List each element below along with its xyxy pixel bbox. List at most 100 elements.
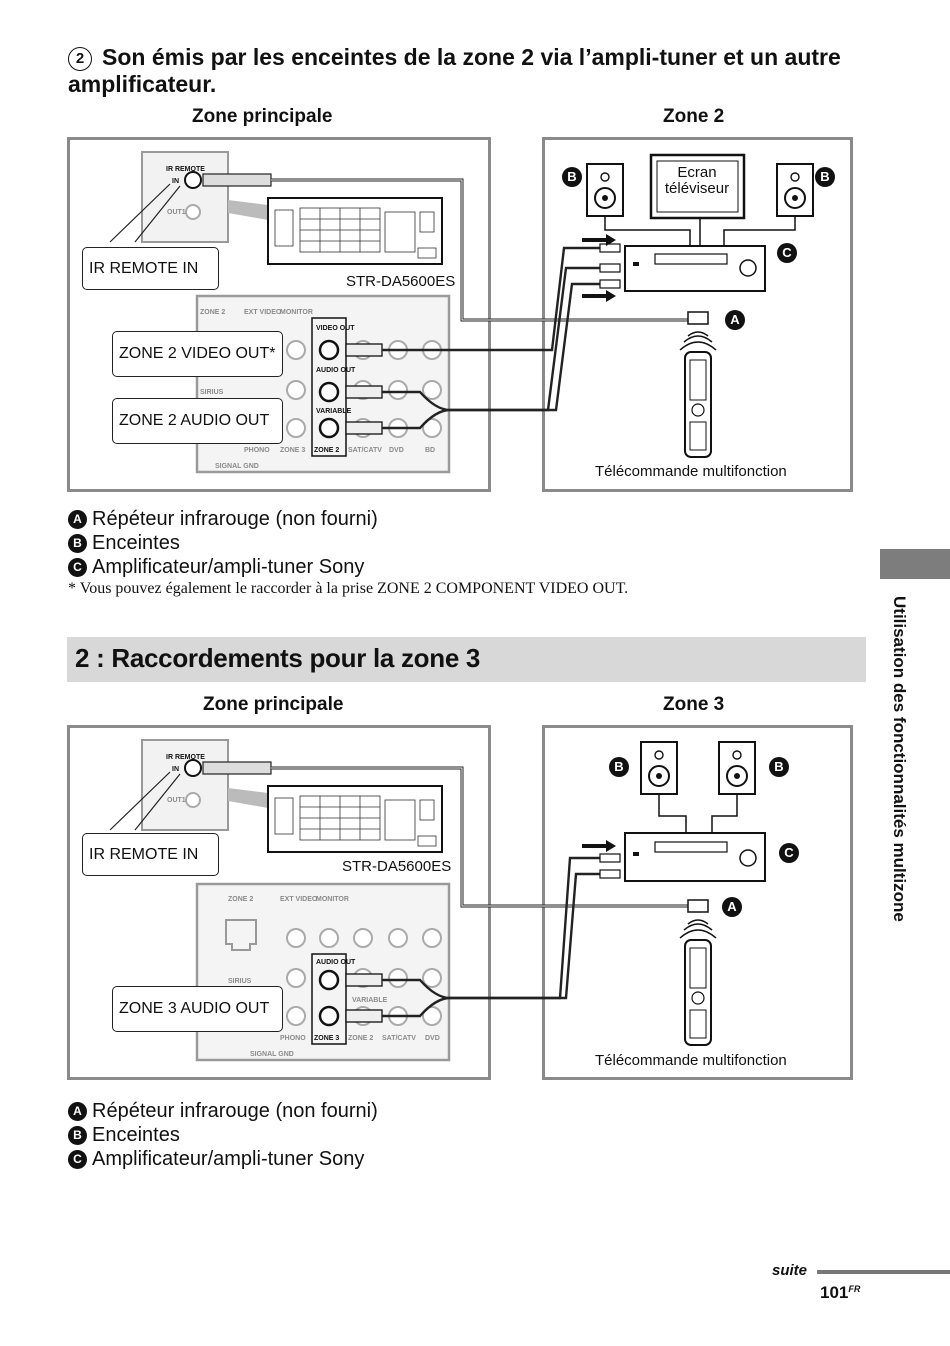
ir-remote-label-2: IR REMOTE: [166, 754, 205, 761]
jack-label-dvd-d2: DVD: [425, 1035, 440, 1042]
signal-arrows: [582, 234, 616, 302]
ir-in-label: IN: [172, 178, 179, 185]
ir-out1-jack-2: [185, 792, 201, 808]
badge-b-left-2: B: [609, 757, 629, 777]
jack-label-sat-d2: SAT/CATV: [382, 1035, 416, 1042]
badge-a: A: [725, 310, 745, 330]
badge-c-2: C: [779, 843, 799, 863]
ir-signal-icon: [679, 331, 717, 351]
callout-zone2-video-out: ZONE 2 VIDEO OUT*: [112, 331, 283, 377]
speaker-right-icon-2: [718, 741, 756, 795]
tv-label: Ecran téléviseur: [664, 164, 730, 197]
amp-rca-inputs-2: [599, 853, 621, 879]
jack-label-audio-out: AUDIO OUT: [316, 367, 356, 374]
jack-label-zone2-bottom-d2: ZONE 2: [348, 1035, 373, 1042]
jack-label-variable-d2: VARIABLE: [352, 997, 388, 1004]
badge-b-right-2: B: [769, 757, 789, 777]
speaker-left-wire-2: [658, 794, 687, 833]
callout-ir-leader-a-2: [109, 771, 171, 831]
jack-label-variable: VARIABLE: [316, 408, 352, 415]
diagram1-right-title: Zone 2: [663, 106, 725, 127]
ir-remote-label: IR REMOTE: [166, 166, 205, 173]
callout-zone3-audio-out: ZONE 3 AUDIO OUT: [112, 986, 283, 1032]
speaker-right-icon: [776, 163, 814, 217]
footnote: * Vous pouvez également le raccorder à l…: [68, 580, 629, 597]
jack-label-audio-out-d2: AUDIO OUT: [316, 959, 356, 966]
jack-label-ext-video: EXT VIDEO: [244, 309, 282, 316]
ir-repeater-icon-2: [687, 899, 709, 913]
callout-ir-remote-in: IR REMOTE IN: [82, 247, 219, 290]
callout-ir-remote-in-2: IR REMOTE IN: [82, 833, 219, 876]
ir-plug-2: [202, 761, 272, 775]
zoom-wedge-2: [228, 788, 268, 808]
side-section-label: Utilisation des fonctionnalités multizon…: [871, 596, 911, 996]
video-cable: [382, 246, 600, 352]
jack-label-bd: BD: [425, 447, 435, 454]
receiver-rear-panel-2: [267, 785, 443, 853]
ir-in-jack: [184, 171, 202, 189]
remote-control-icon-2: [684, 939, 712, 1046]
zone2-amplifier-icon: [624, 245, 766, 292]
badge-a-2: A: [722, 897, 742, 917]
closeup-active-jacks-2: [318, 969, 340, 1027]
jack-label-phono-d2: PHONO: [280, 1035, 306, 1042]
remote-caption-2: Télécommande multifonction: [595, 1052, 787, 1069]
jack-label-sat: SAT/CATV: [348, 447, 382, 454]
diagram2-left-title: Zone principale: [203, 694, 344, 715]
jack-label-monitor: MONITOR: [280, 309, 313, 316]
callout-ir-leader-b: [134, 185, 181, 243]
speaker-left-wire: [604, 216, 691, 246]
ir-in-jack-2: [184, 759, 202, 777]
audio-plug-r-2: [345, 1009, 383, 1023]
section-title: 2 : Raccordements pour la zone 3: [75, 643, 481, 673]
tv-icon: [649, 153, 746, 220]
ir-repeater-icon: [687, 311, 709, 325]
remote-caption: Télécommande multifonction: [595, 463, 787, 480]
page-number: 101FR: [820, 1283, 861, 1302]
jack-label-video-out: VIDEO OUT: [316, 325, 355, 332]
speaker-right-wire-2: [711, 794, 738, 833]
jack-label-zone3-d2: ZONE 3: [314, 1035, 339, 1042]
zone3-jack-column: [311, 953, 347, 1045]
callout-ir-leader-b-2: [134, 773, 181, 831]
jack-label-dvd: DVD: [389, 447, 404, 454]
ir-in-label-2: IN: [172, 766, 179, 773]
receiver-model-label-2: STR-DA5600ES: [342, 858, 452, 875]
zone3-amplifier-icon: [624, 832, 766, 882]
closeup-active-jacks: [318, 339, 340, 439]
ir-out1-label-2: OUT1: [167, 797, 186, 804]
amp-rca-inputs: [599, 243, 621, 289]
remote-control-icon: [684, 351, 712, 458]
audio-plug-l-2: [345, 973, 383, 987]
ir-cable-core: [271, 179, 690, 321]
side-section-label-text: Utilisation des fonctionnalités multizon…: [890, 596, 909, 922]
receiver-model-label: STR-DA5600ES: [346, 273, 456, 290]
badge-b-left: B: [562, 167, 582, 187]
side-tab-marker: [880, 549, 950, 579]
jack-label-sirius-d2: SIRIUS: [228, 978, 252, 985]
network-port-icon: [225, 919, 257, 951]
receiver-jack-grid: [274, 207, 437, 259]
diagram2-right-title: Zone 3: [663, 694, 725, 715]
badge-c: C: [777, 243, 797, 263]
jack-label-signal-gnd: SIGNAL GND: [215, 463, 259, 470]
diagram1-left-title: Zone principale: [192, 106, 333, 127]
step-heading-text: Son émis par les enceintes de la zone 2 …: [68, 44, 841, 97]
jack-label-sirius: SIRIUS: [200, 389, 224, 396]
continued-line: [817, 1270, 950, 1274]
jack-label-zone2-bottom: ZONE 2: [314, 447, 339, 454]
jack-label-signal-gnd-d2: SIGNAL GND: [250, 1051, 294, 1058]
callout-ir-leader-a: [109, 183, 171, 243]
jack-label-phono: PHONO: [244, 447, 270, 454]
continued-label: suite: [772, 1262, 808, 1279]
section-header: 2 : Raccordements pour la zone 3: [67, 637, 866, 682]
ir-out1-jack: [185, 204, 201, 220]
